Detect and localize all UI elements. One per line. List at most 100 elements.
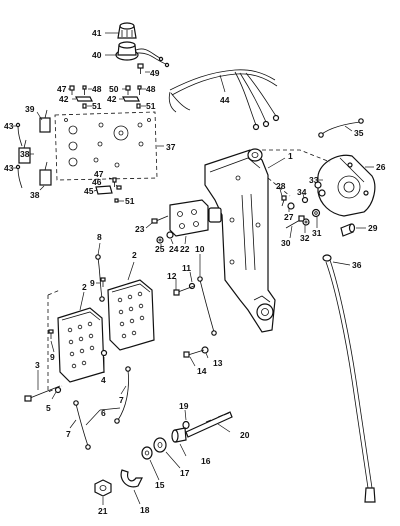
callout-50: 50 bbox=[109, 84, 119, 94]
callout-45: 45 bbox=[84, 186, 94, 196]
part-35-jumper-wire bbox=[318, 118, 364, 138]
callout-labels: 1 2 2 3 4 5 6 7 7 8 9 9 10 11 12 13 14 1… bbox=[4, 28, 386, 516]
part-27-washer bbox=[287, 202, 295, 210]
callout-42-right: 42 bbox=[107, 94, 117, 104]
callout-51-left: 51 bbox=[92, 101, 102, 111]
callout-42-left: 42 bbox=[59, 94, 69, 104]
part-38-switch-lower bbox=[39, 161, 52, 186]
part-17-spacer bbox=[153, 437, 167, 453]
callout-35: 35 bbox=[354, 128, 364, 138]
callout-23: 23 bbox=[135, 224, 145, 234]
callout-31: 31 bbox=[312, 228, 322, 238]
part-9-screw-lower bbox=[48, 329, 54, 339]
part-20-stud bbox=[185, 411, 233, 438]
callout-3: 3 bbox=[35, 360, 40, 370]
callout-24: 24 bbox=[169, 244, 179, 254]
callout-16: 16 bbox=[201, 456, 211, 466]
part-43-wire-upper bbox=[15, 122, 23, 147]
callout-9-lower: 9 bbox=[50, 352, 55, 362]
callout-17: 17 bbox=[180, 468, 190, 478]
part-32-nut bbox=[302, 218, 310, 226]
callout-19: 19 bbox=[179, 401, 189, 411]
part-13-washer bbox=[201, 346, 209, 354]
callout-46: 46 bbox=[92, 177, 102, 187]
callout-32: 32 bbox=[300, 233, 310, 243]
callout-20: 20 bbox=[240, 430, 250, 440]
callout-47-lower: 47 bbox=[94, 169, 104, 179]
callout-10: 10 bbox=[195, 244, 205, 254]
callout-4: 4 bbox=[101, 375, 106, 385]
callout-49: 49 bbox=[150, 68, 160, 78]
part-38-switch-upper bbox=[18, 139, 31, 164]
part-8-ground-wire bbox=[95, 254, 105, 302]
callout-2-front: 2 bbox=[82, 282, 87, 292]
part-5-washer bbox=[54, 386, 62, 394]
part-31-washer bbox=[311, 208, 321, 218]
callout-22: 22 bbox=[180, 244, 190, 254]
callout-1: 1 bbox=[288, 151, 293, 161]
callout-13: 13 bbox=[213, 358, 223, 368]
callout-25: 25 bbox=[155, 244, 165, 254]
callout-6: 6 bbox=[101, 408, 106, 418]
part-23-screw bbox=[151, 215, 169, 224]
part-21-nut bbox=[94, 479, 112, 497]
part-24-washer bbox=[166, 231, 174, 239]
callout-40: 40 bbox=[92, 50, 102, 60]
callout-39: 39 bbox=[25, 104, 35, 114]
part-26-solenoid bbox=[317, 154, 376, 217]
part-12-bolt bbox=[173, 285, 195, 296]
callout-2-rear: 2 bbox=[132, 250, 137, 260]
part-6-wire-left bbox=[73, 400, 91, 450]
part-39-switch bbox=[39, 109, 51, 133]
part-15-washer bbox=[141, 446, 153, 460]
callout-29: 29 bbox=[368, 223, 378, 233]
part-43-wire-lower bbox=[15, 164, 23, 189]
callout-28: 28 bbox=[276, 181, 286, 191]
part-33-nut bbox=[314, 181, 326, 197]
part-25-nut bbox=[156, 236, 164, 244]
callout-47-upper: 47 bbox=[57, 84, 67, 94]
part-3-bolt bbox=[24, 385, 61, 402]
part-16-nut bbox=[171, 427, 187, 443]
callout-12: 12 bbox=[167, 271, 177, 281]
callout-11: 11 bbox=[182, 263, 191, 273]
callout-51-bracket: 51 bbox=[125, 196, 135, 206]
part-34-washer bbox=[301, 196, 309, 204]
callout-33: 33 bbox=[309, 175, 319, 185]
part-37-mounting-plate bbox=[54, 111, 158, 181]
part-14-bolt bbox=[183, 349, 205, 358]
callout-34: 34 bbox=[297, 187, 307, 197]
callout-43-upper: 43 bbox=[4, 121, 14, 131]
callout-5: 5 bbox=[46, 403, 51, 413]
callout-7-right: 7 bbox=[119, 395, 124, 405]
small-hardware-right bbox=[122, 85, 142, 109]
part-10-wire bbox=[197, 276, 217, 336]
callout-37: 37 bbox=[166, 142, 176, 152]
callout-21: 21 bbox=[98, 506, 108, 516]
part-29-boot bbox=[340, 223, 356, 237]
part-18-clamp bbox=[120, 469, 143, 488]
part-4-washer bbox=[100, 349, 108, 357]
callout-30: 30 bbox=[281, 238, 291, 248]
part-2-switch-box-rear bbox=[107, 279, 155, 351]
callout-8: 8 bbox=[97, 232, 102, 242]
callout-38-lower: 38 bbox=[30, 190, 40, 200]
part-44-wire-harness bbox=[168, 69, 280, 131]
callout-14: 14 bbox=[197, 366, 207, 376]
part-30-bolt bbox=[285, 215, 305, 229]
part-45-bracket bbox=[95, 177, 122, 203]
callout-48-left: 48 bbox=[92, 84, 102, 94]
callout-27: 27 bbox=[284, 212, 294, 222]
part-36-battery-cable bbox=[322, 254, 376, 503]
callout-26: 26 bbox=[376, 162, 386, 172]
small-hardware-left bbox=[69, 85, 93, 109]
part-6-wire-right bbox=[114, 366, 131, 424]
callout-7-left: 7 bbox=[66, 429, 71, 439]
callout-18: 18 bbox=[140, 505, 150, 515]
part-19-washer bbox=[182, 420, 190, 430]
callout-15: 15 bbox=[155, 480, 165, 490]
part-41-coil-cap bbox=[117, 22, 137, 39]
part-28-screw bbox=[281, 195, 287, 207]
